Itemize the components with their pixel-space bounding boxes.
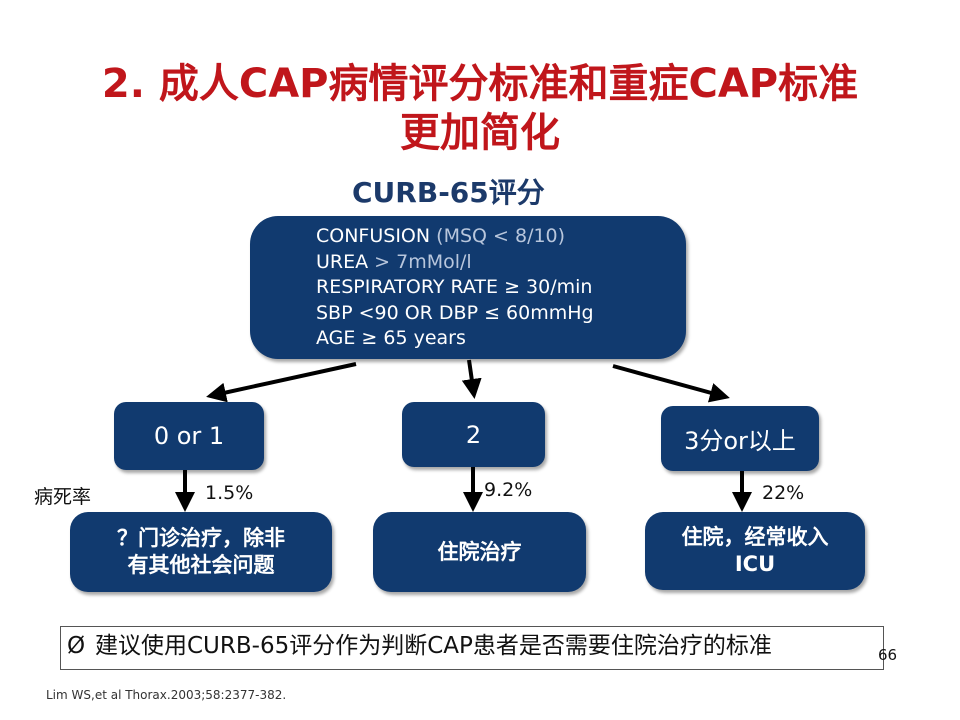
curb65-heading: CURB-65评分 <box>352 176 545 209</box>
action-box-2: 住院治疗 <box>373 512 586 592</box>
score-box-0-1: 0 or 1 <box>114 402 264 470</box>
criteria-list: CONFUSION (MSQ < 8/10) UREA > 7mMol/l RE… <box>250 216 686 352</box>
criteria-box: CONFUSION (MSQ < 8/10) UREA > 7mMol/l RE… <box>250 216 686 359</box>
score-box-3-plus: 3分or以上 <box>661 406 819 471</box>
arrow-to-score-2 <box>461 359 482 399</box>
arrow-to-score-0-1 <box>206 362 357 403</box>
action-box-0-1: ？门诊治疗，除非有其他社会问题 <box>70 512 332 592</box>
page-number: 66 <box>878 646 898 664</box>
recommendation-text: 建议使用CURB-65评分作为判断CAP患者是否需要住院治疗的标准 <box>95 633 772 659</box>
mortality-score-0-1: 1.5% <box>205 482 254 504</box>
criterion-confusion: CONFUSION (MSQ < 8/10) <box>316 225 566 247</box>
score-box-2: 2 <box>402 402 545 467</box>
citation: Lim WS,et al Thorax.2003;58:2377-382. <box>46 688 287 702</box>
criterion-blood-pressure: SBP <90 OR DBP ≤ 60mmHg <box>316 301 594 324</box>
slide-title-line2: 更加简化 <box>400 110 560 156</box>
arrow-to-score-3 <box>612 364 730 403</box>
criterion-respiratory-rate: RESPIRATORY RATE ≥ 30/min <box>316 276 593 298</box>
mortality-header: 病死率 <box>34 486 92 508</box>
mortality-score-2: 9.2% <box>484 479 533 501</box>
criterion-age: AGE ≥ 65 years <box>316 327 466 349</box>
criterion-urea: UREA > 7mMol/l <box>316 250 472 273</box>
slide-title-line1: 2. 成人CAP病情评分标准和重症CAP标准 <box>101 61 859 107</box>
recommendation-note: Ø 建议使用CURB-65评分作为判断CAP患者是否需要住院治疗的标准 <box>60 626 884 670</box>
bullet-arrow-icon: Ø <box>67 633 86 659</box>
mortality-score-3-plus: 22% <box>762 482 805 504</box>
